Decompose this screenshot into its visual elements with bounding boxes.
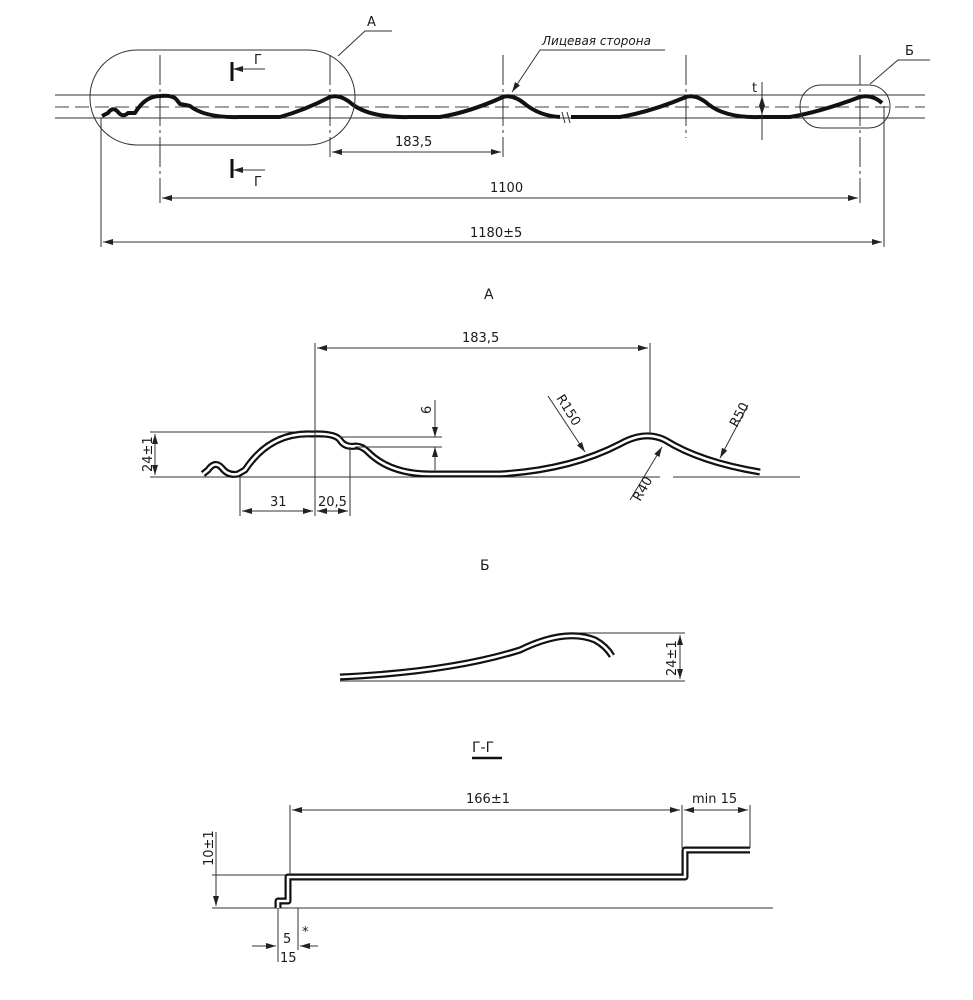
dim-g-min-label: min 15 xyxy=(692,792,737,807)
callout-b-label: Б xyxy=(905,44,914,59)
dim-pitch-label: 183,5 xyxy=(395,135,432,150)
dim-g-height-label: 10±1 xyxy=(202,830,217,866)
dim-g-5-label: 5 xyxy=(283,932,291,947)
dim-g-length-label: 166±1 xyxy=(466,792,510,807)
detail-b-title: Б xyxy=(480,558,490,574)
dim-1100-label: 1100 xyxy=(490,181,523,196)
section-mark-top: Г xyxy=(230,53,265,81)
detail-a: А 183,5 24±1 6 31 20,5 R150 R50 R40 xyxy=(141,287,800,516)
sheet-profile xyxy=(101,93,884,124)
callout-a-outline xyxy=(89,49,356,146)
face-side-label: Лицевая сторона xyxy=(541,34,651,48)
dim-a-pitch-label: 183,5 xyxy=(462,331,499,346)
main-view: А Б Г Г Лицевая сторона t 183,5 1100 118… xyxy=(55,15,930,247)
section-mark-top-label: Г xyxy=(254,53,262,68)
dim-1180-label: 1180±5 xyxy=(470,226,522,241)
section-mark-bottom-label: Г xyxy=(254,175,262,190)
dim-a-step-label: 6 xyxy=(420,406,435,414)
dim-a-20-5-label: 20,5 xyxy=(318,495,347,510)
dim-a-31-label: 31 xyxy=(270,495,287,510)
callout-a-label: А xyxy=(367,15,376,30)
callout-b-outline xyxy=(799,84,891,129)
callout-b-leader xyxy=(869,59,930,85)
callout-a-leader xyxy=(337,30,392,57)
thickness-label: t xyxy=(752,81,757,96)
radius-50-label: R50 xyxy=(727,400,752,430)
dim-b-height-label: 24±1 xyxy=(665,640,680,676)
section-mark-bottom: Г xyxy=(230,159,265,190)
thickness-dim: t xyxy=(752,81,765,140)
detail-b: Б 24±1 xyxy=(339,558,685,682)
section-g: Г-Г 166±1 min 15 10±1 5 15 * xyxy=(202,740,773,966)
asterisk-note: * xyxy=(302,925,309,940)
detail-a-title: А xyxy=(484,287,494,303)
section-g-title: Г-Г xyxy=(472,740,494,756)
dim-a-height-label: 24±1 xyxy=(141,436,156,472)
radius-40-label: R40 xyxy=(630,474,656,504)
face-side-leader xyxy=(511,49,665,93)
detail-a-profile xyxy=(200,430,761,478)
dim-g-15-label: 15 xyxy=(280,951,297,966)
